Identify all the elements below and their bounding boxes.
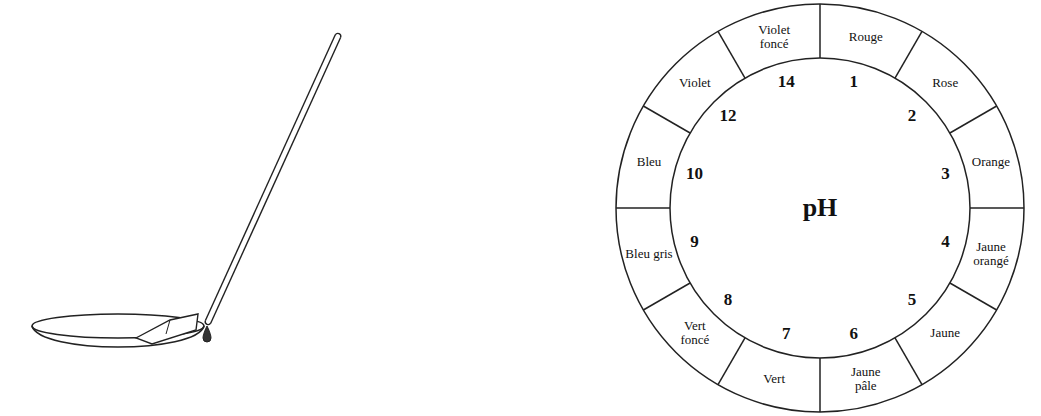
segment-divider	[718, 31, 745, 78]
ph-number: 6	[849, 324, 858, 344]
ph-paper	[136, 314, 198, 344]
color-name: Jaune pâle	[841, 365, 891, 393]
segment-divider	[950, 283, 997, 310]
color-segment: Bleu	[624, 155, 674, 169]
color-name: Jaune	[920, 326, 970, 340]
segment-divider	[819, 4, 821, 58]
segment-divider	[718, 338, 745, 385]
glass-rod	[205, 33, 341, 324]
segment-divider	[895, 338, 922, 385]
segment-divider	[643, 106, 690, 133]
color-segment: Vert foncé	[670, 319, 720, 347]
color-segment: Jaune	[920, 326, 970, 340]
color-name: Bleu gris	[624, 247, 674, 261]
rod-edge	[211, 37, 341, 323]
segment-divider	[616, 207, 670, 209]
rod-edge	[205, 35, 335, 321]
ph-number: 5	[908, 290, 917, 310]
ph-wheel	[616, 4, 1024, 412]
ph-number: 7	[782, 324, 791, 344]
ph-number: 14	[778, 72, 795, 92]
color-segment: Rouge	[841, 30, 891, 44]
segment-divider	[895, 31, 922, 78]
color-name: Rouge	[841, 30, 891, 44]
ph-number: 9	[690, 232, 699, 252]
ph-number: 12	[720, 106, 737, 126]
ph-number: 4	[941, 232, 950, 252]
color-segment: Rose	[920, 76, 970, 90]
color-name: Rose	[920, 76, 970, 90]
ph-number: 1	[849, 72, 858, 92]
color-segment: Bleu gris	[624, 247, 674, 261]
wheel-inner	[670, 58, 970, 358]
segment-divider	[643, 283, 690, 310]
color-segment: Jaune orangé	[966, 240, 1016, 268]
rod-end	[335, 33, 340, 37]
ph-number: 3	[941, 164, 950, 184]
segment-divider	[819, 358, 821, 412]
color-segment: Jaune pâle	[841, 365, 891, 393]
ph-number: 10	[686, 164, 703, 184]
color-segment: Vert	[749, 372, 799, 386]
wheel-outer	[616, 4, 1024, 412]
center-label: pH	[803, 193, 838, 223]
color-name: Orange	[966, 155, 1016, 169]
segment-divider	[970, 207, 1024, 209]
ph-number: 2	[908, 106, 917, 126]
rod-end	[205, 321, 210, 325]
paper-fold	[166, 320, 170, 334]
drop	[203, 326, 211, 342]
segment-divider	[950, 106, 997, 133]
color-segment: Violet	[670, 76, 720, 90]
color-name: Vert foncé	[670, 319, 720, 347]
color-segment: Orange	[966, 155, 1016, 169]
color-name: Violet foncé	[749, 23, 799, 51]
dish	[32, 314, 204, 347]
color-segment: Violet foncé	[749, 23, 799, 51]
color-name: Vert	[749, 372, 799, 386]
color-name: Violet	[670, 76, 720, 90]
ph-number: 8	[724, 290, 733, 310]
color-name: Jaune orangé	[966, 240, 1016, 268]
color-name: Bleu	[624, 155, 674, 169]
